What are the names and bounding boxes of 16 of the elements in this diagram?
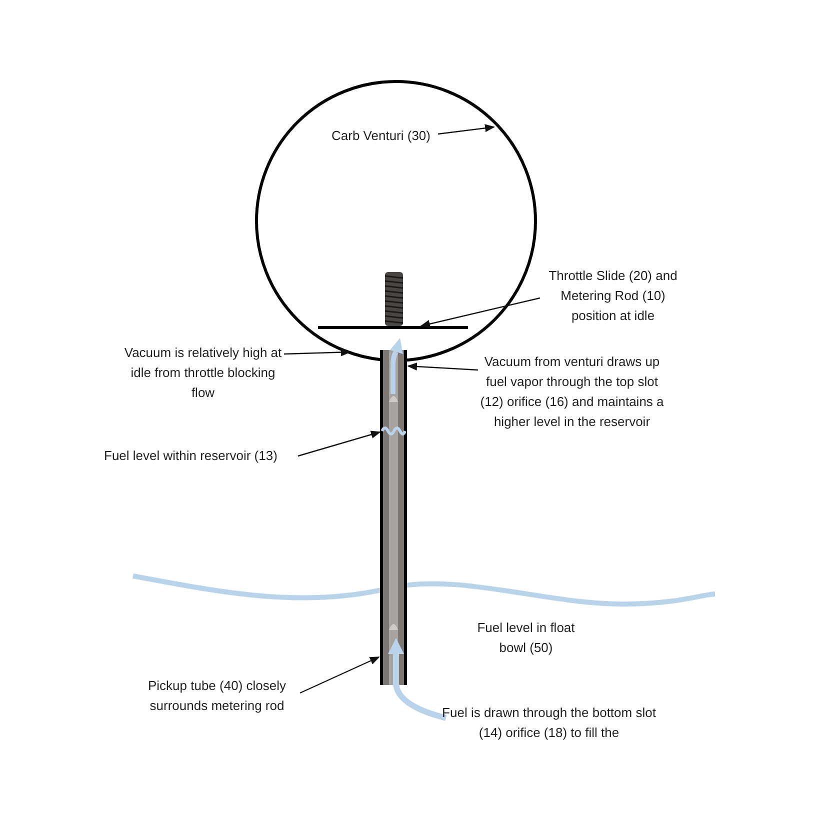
leader-line xyxy=(300,656,380,694)
callout-text: Carb Venturi (30) xyxy=(326,126,436,146)
callout-text: Pickup tube (40) closely surrounds metering rod xyxy=(134,676,300,716)
leader-line xyxy=(420,297,540,328)
leader-line xyxy=(284,348,351,356)
callout-text: Vacuum from venturi draws up fuel vapor through the top slot (12) orifice (16) and maintains a higher level in the reservoir xyxy=(478,352,666,432)
leader-line xyxy=(407,362,478,371)
callout-text: Vacuum is relatively high at idle from throttle blocking flow xyxy=(122,343,284,403)
annotation-text: Fuel is drawn through the bottom slot (14) orifice (18) to fill the xyxy=(441,704,657,742)
leader-line xyxy=(298,430,381,457)
throttle-slide-line xyxy=(318,326,468,329)
annotation-text: Fuel level in float bowl (50) xyxy=(476,619,576,657)
callout-text: Fuel level within reservoir (13) xyxy=(104,446,298,466)
callout-text: Throttle Slide (20) and Metering Rod (10) position at idle xyxy=(540,266,686,326)
fuel-level-wave xyxy=(381,425,406,437)
leader-line xyxy=(438,124,495,135)
